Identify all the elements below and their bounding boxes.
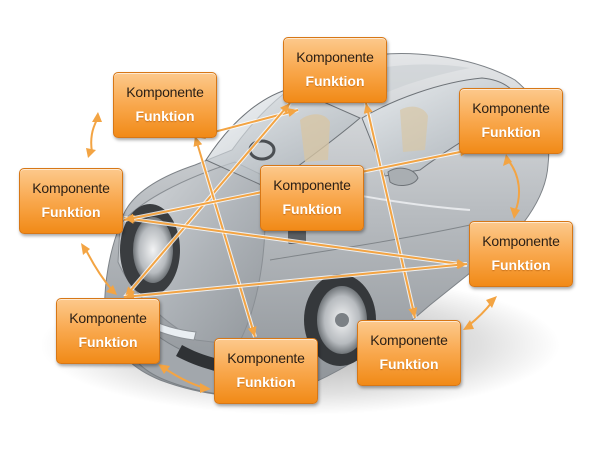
curved-arrow-heads xyxy=(81,112,520,393)
connector-arrowhead xyxy=(193,136,203,147)
box-lower-left[interactable]: Komponente Funktion xyxy=(56,298,160,364)
box-component-label: Komponente xyxy=(32,180,110,196)
box-component-label: Komponente xyxy=(370,332,448,348)
connector-arrowhead xyxy=(125,286,135,297)
box-component-label: Komponente xyxy=(273,177,351,193)
box-function-label: Funktion xyxy=(135,108,195,124)
box-mid-right[interactable]: Komponente Funktion xyxy=(469,221,573,287)
box-function-label: Funktion xyxy=(491,257,551,273)
box-upper-right[interactable]: Komponente Funktion xyxy=(459,88,563,154)
curved-arrow-upper-left xyxy=(90,117,99,153)
seats xyxy=(300,114,330,162)
box-function-label: Funktion xyxy=(305,73,365,89)
box-mid-left[interactable]: Komponente Funktion xyxy=(19,168,123,234)
box-component-label: Komponente xyxy=(472,100,550,116)
box-component-label: Komponente xyxy=(227,350,305,366)
box-function-label: Funktion xyxy=(282,201,342,217)
box-function-label: Funktion xyxy=(236,374,296,390)
connector-upper-left-to-bottom-center xyxy=(193,135,257,338)
box-function-label: Funktion xyxy=(78,334,138,350)
box-center[interactable]: Komponente Funktion xyxy=(260,165,364,231)
box-component-label: Komponente xyxy=(482,233,560,249)
curved-arrow-right xyxy=(507,159,521,213)
box-component-label: Komponente xyxy=(126,84,204,100)
box-function-label: Funktion xyxy=(41,204,101,220)
connector-arrowhead xyxy=(456,260,467,270)
connector-arrowhead xyxy=(363,103,373,114)
box-top-center[interactable]: Komponente Funktion xyxy=(283,37,387,103)
box-component-label: Komponente xyxy=(296,49,374,65)
box-function-label: Funktion xyxy=(481,124,541,140)
side-mirror xyxy=(387,167,419,186)
connector-arrowhead xyxy=(124,213,135,223)
box-lower-right[interactable]: Komponente Funktion xyxy=(357,320,461,386)
connector-arrowhead xyxy=(247,326,257,337)
box-function-label: Funktion xyxy=(379,356,439,372)
connector-arrowhead xyxy=(287,108,298,117)
box-upper-left[interactable]: Komponente Funktion xyxy=(113,72,217,138)
box-bottom-center[interactable]: Komponente Funktion xyxy=(214,338,318,404)
connector-arrowhead xyxy=(408,307,418,318)
box-component-label: Komponente xyxy=(69,310,147,326)
connector-top-center-to-lower-right xyxy=(363,102,418,319)
connector-arrowhead xyxy=(280,103,290,114)
connector-top-center-to-lower-left xyxy=(123,101,292,299)
